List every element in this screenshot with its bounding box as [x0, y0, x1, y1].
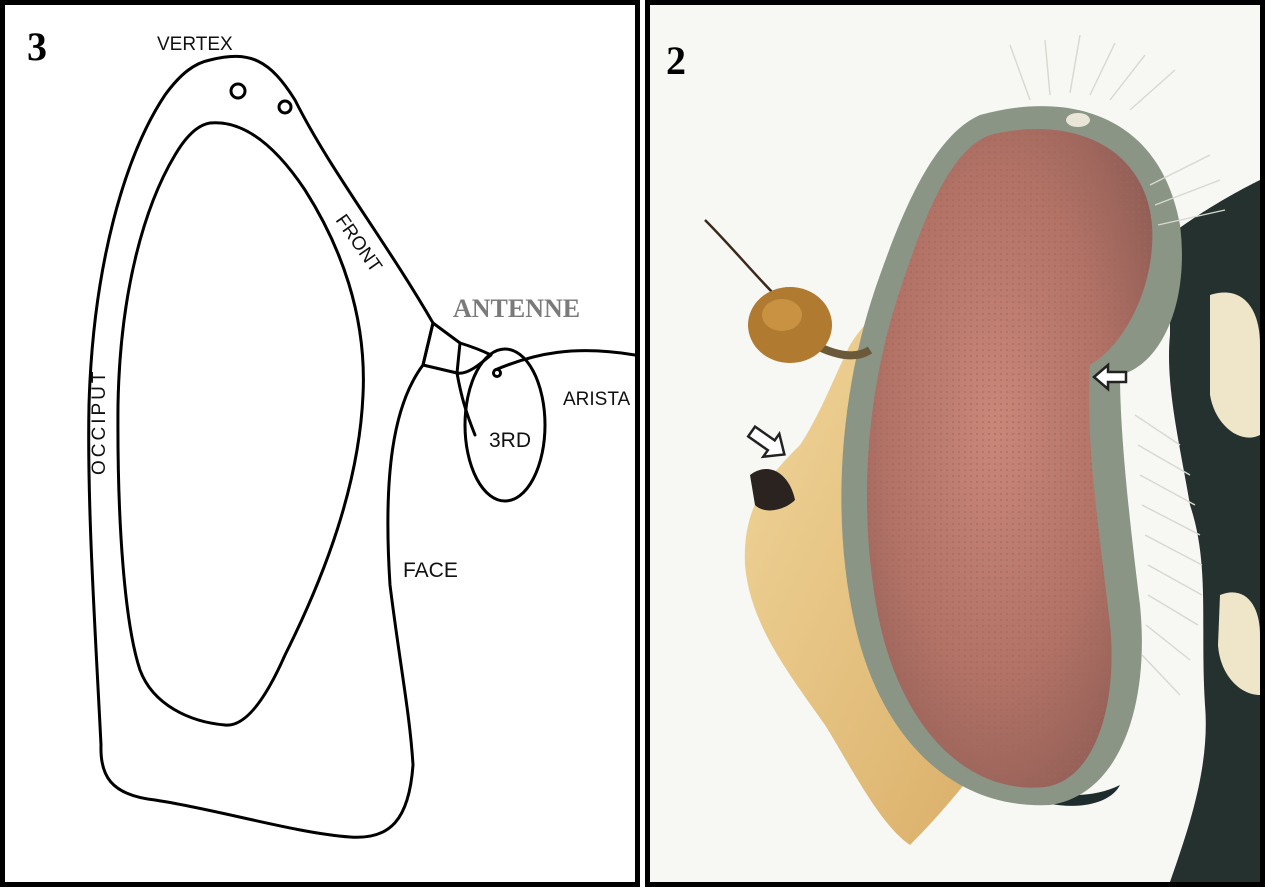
label-front: FRONT	[331, 211, 386, 277]
arista-bristle	[495, 351, 635, 370]
thorax-pale-patch	[1210, 292, 1260, 437]
head-outline-drawing: VERTEX FRONT OCCIPUT ANTENNE ARISTA 3RD …	[5, 5, 635, 882]
eye-inner-outline	[118, 123, 363, 725]
head-outer-outline	[89, 56, 433, 837]
antenna-segment-1	[423, 323, 460, 373]
label-antenne: ANTENNE	[453, 294, 580, 323]
diagram-panel-left: 3 VERTEX FRONT OCCIPUT ANTENNE ARISTA 3R…	[0, 0, 640, 887]
ocellus	[1066, 113, 1090, 127]
fly-head-photo	[650, 5, 1260, 882]
label-3rd: 3RD	[489, 429, 531, 452]
antenna-third-segment	[465, 349, 545, 501]
panel-number-2: 2	[666, 41, 686, 81]
arista-base	[494, 370, 501, 377]
label-vertex: VERTEX	[157, 34, 233, 55]
photo-panel-right: 2	[645, 0, 1265, 887]
ocellus-2	[279, 101, 291, 113]
label-face: FACE	[403, 559, 458, 582]
ocellus-1	[231, 84, 245, 98]
label-arista: ARISTA	[563, 389, 631, 410]
label-occiput: OCCIPUT	[89, 369, 110, 476]
